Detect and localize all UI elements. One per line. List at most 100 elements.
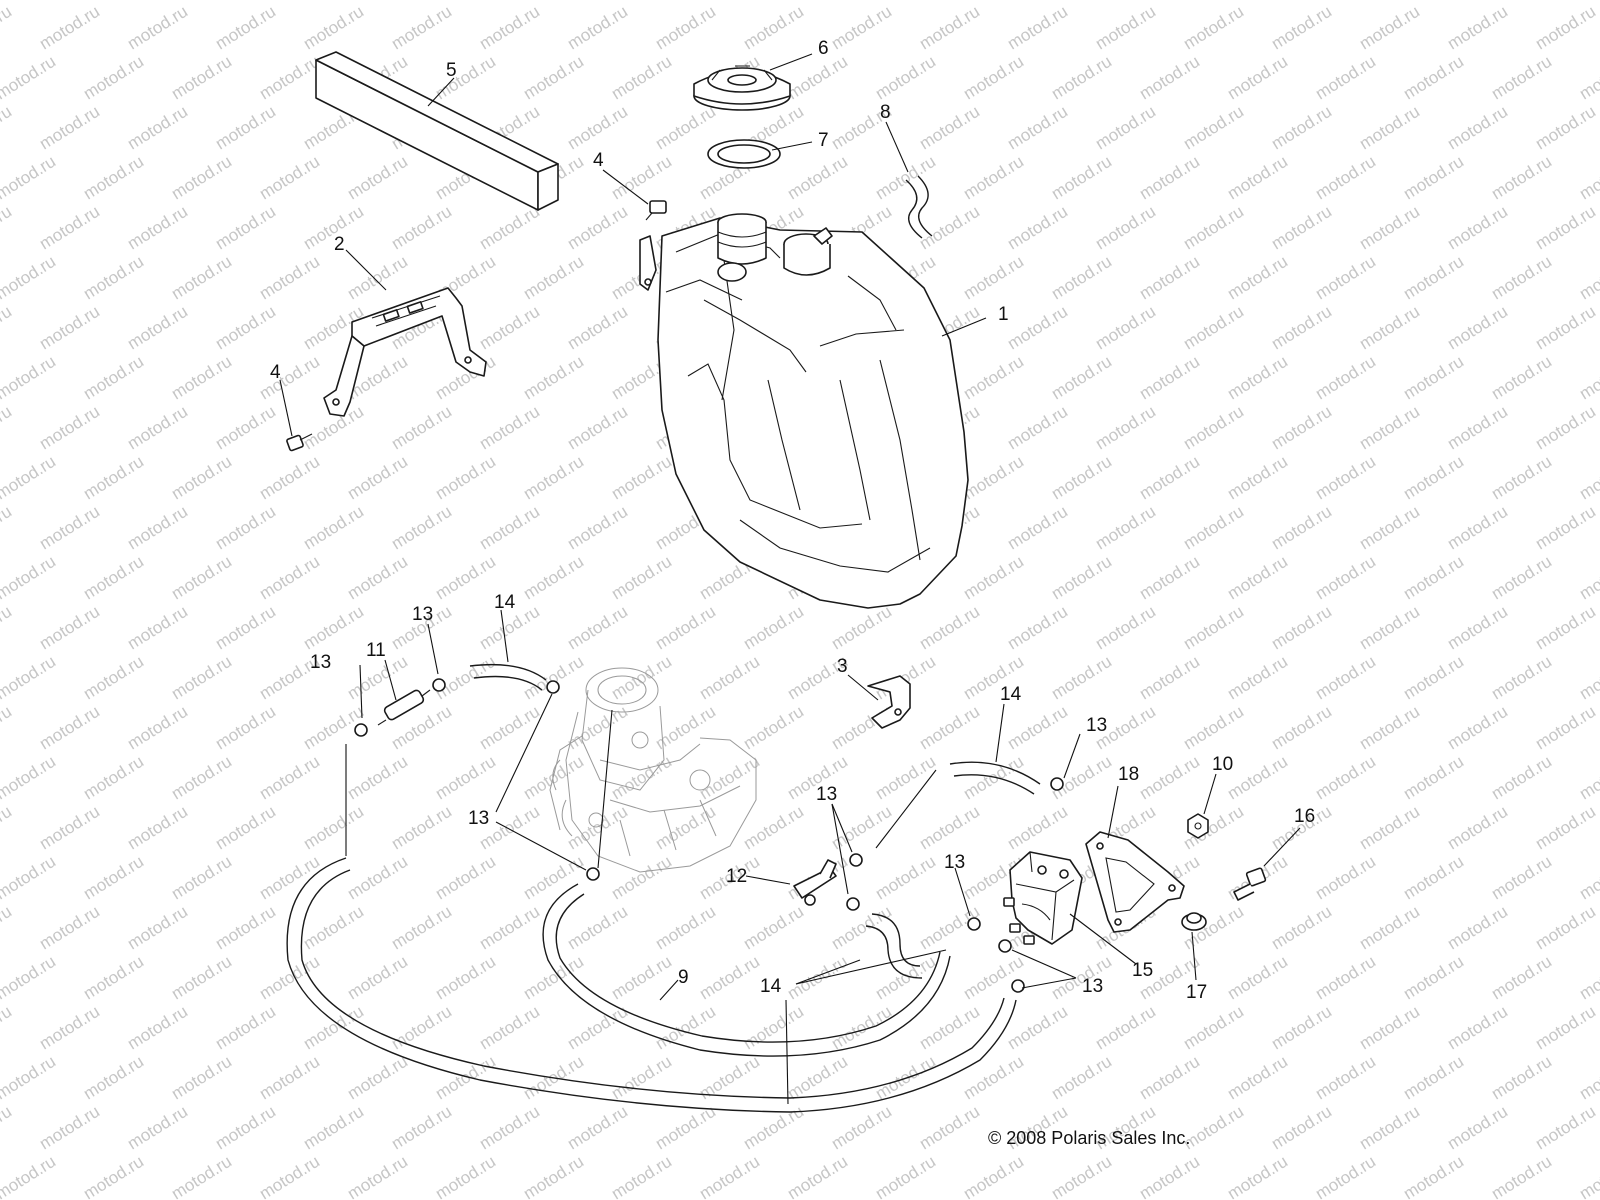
watermark-text: motod.ru: [0, 352, 59, 404]
watermark-text: motod.ru: [344, 252, 411, 304]
watermark-text: motod.ru: [1356, 702, 1423, 754]
watermark-text: motod.ru: [36, 902, 103, 954]
watermark-text: motod.ru: [740, 902, 807, 954]
watermark-text: motod.ru: [1576, 852, 1600, 904]
watermark-text: motod.ru: [1488, 552, 1555, 604]
watermark-text: motod.ru: [520, 652, 587, 704]
watermark-text: motod.ru: [1136, 1052, 1203, 1104]
watermark-text: motod.ru: [168, 452, 235, 504]
watermark-text: motod.ru: [1224, 952, 1291, 1004]
watermark-text: motod.ru: [564, 902, 631, 954]
watermark-text: motod.ru: [520, 852, 587, 904]
callout-1: 1: [998, 304, 1009, 325]
watermark-text: motod.ru: [1092, 502, 1159, 554]
watermark-text: motod.ru: [784, 1152, 851, 1200]
watermark-text: motod.ru: [212, 802, 279, 854]
watermark-text: motod.ru: [1444, 902, 1511, 954]
watermark-text: motod.ru: [1400, 752, 1467, 804]
watermark-text: motod.ru: [1444, 702, 1511, 754]
callout-14: 14: [494, 592, 516, 613]
watermark-text: motod.ru: [1576, 552, 1600, 604]
watermark-text: motod.ru: [608, 852, 675, 904]
watermark-text: motod.ru: [1400, 652, 1467, 704]
watermark-text: motod.ru: [476, 502, 543, 554]
watermark-text: motod.ru: [1356, 402, 1423, 454]
watermark-text: motod.ru: [388, 502, 455, 554]
watermark-text: motod.ru: [344, 752, 411, 804]
watermark-text: motod.ru: [696, 952, 763, 1004]
watermark-text: motod.ru: [1224, 552, 1291, 604]
callout-4: 4: [593, 150, 604, 171]
callout-2: 2: [334, 234, 345, 255]
watermark-text: motod.ru: [1136, 1152, 1203, 1200]
watermark-text: motod.ru: [0, 552, 59, 604]
fuel-tank-icon: [639, 213, 969, 609]
watermark-text: motod.ru: [388, 902, 455, 954]
watermark-text: motod.ru: [564, 102, 631, 154]
watermark-text: motod.ru: [916, 102, 983, 154]
watermark-text: motod.ru: [36, 702, 103, 754]
watermark-text: motod.ru: [916, 1102, 983, 1154]
watermark-text: motod.ru: [0, 452, 59, 504]
watermark-text: motod.ru: [1400, 252, 1467, 304]
watermark-text: motod.ru: [1444, 402, 1511, 454]
watermark-text: motod.ru: [608, 52, 675, 104]
watermark-text: motod.ru: [520, 552, 587, 604]
watermark-text: motod.ru: [476, 1102, 543, 1154]
watermark-text: motod.ru: [1488, 1152, 1555, 1200]
watermark-text: motod.ru: [1444, 502, 1511, 554]
watermark-text: motod.ru: [0, 1002, 15, 1054]
callout-15: 15: [1132, 960, 1153, 981]
bolt-left-part: [286, 433, 313, 452]
watermark-text: motod.ru: [432, 852, 499, 904]
watermark-text: motod.ru: [1004, 102, 1071, 154]
watermark-text: motod.ru: [520, 252, 587, 304]
watermark-text: motod.ru: [388, 1102, 455, 1154]
watermark-text: motod.ru: [1488, 352, 1555, 404]
watermark-text: motod.ru: [696, 652, 763, 704]
watermark-text: motod.ru: [300, 602, 367, 654]
watermark-text: motod.ru: [1532, 1002, 1599, 1054]
watermark-text: motod.ru: [1444, 302, 1511, 354]
watermark-text: motod.ru: [1092, 1002, 1159, 1054]
watermark-text: motod.ru: [168, 352, 235, 404]
watermark-text: motod.ru: [476, 2, 543, 54]
watermark-text: motod.ru: [36, 302, 103, 354]
watermark-text: motod.ru: [1576, 652, 1600, 704]
watermark-text: motod.ru: [0, 852, 59, 904]
watermark-text: motod.ru: [1268, 502, 1335, 554]
watermark-text: motod.ru: [168, 652, 235, 704]
callout-9: 9: [678, 967, 689, 988]
fuel-hoses: [286, 663, 1041, 1113]
watermark-text: motod.ru: [740, 602, 807, 654]
watermark-text: motod.ru: [0, 902, 15, 954]
watermark-text: motod.ru: [1268, 902, 1335, 954]
watermark-text: motod.ru: [388, 202, 455, 254]
watermark-text: motod.ru: [1180, 502, 1247, 554]
watermark-text: motod.ru: [212, 302, 279, 354]
watermark-text: motod.ru: [256, 452, 323, 504]
watermark-text: motod.ru: [1004, 202, 1071, 254]
watermark-text: motod.ru: [1268, 1002, 1335, 1054]
watermark-text: motod.ru: [1356, 202, 1423, 254]
watermark-text: motod.ru: [124, 602, 191, 654]
watermark-text: motod.ru: [872, 1152, 939, 1200]
watermark-text: motod.ru: [168, 52, 235, 104]
watermark-text: motod.ru: [1092, 602, 1159, 654]
watermark-text: motod.ru: [1532, 2, 1599, 54]
watermark-text: motod.ru: [1180, 2, 1247, 54]
watermark-text: motod.ru: [696, 1152, 763, 1200]
watermark-text: motod.ru: [1224, 452, 1291, 504]
watermark-text: motod.ru: [1356, 502, 1423, 554]
watermark-text: motod.ru: [828, 802, 895, 854]
watermark-text: motod.ru: [740, 702, 807, 754]
watermark-text: motod.ru: [36, 802, 103, 854]
watermark-text: motod.ru: [960, 1152, 1027, 1200]
watermark-text: motod.ru: [1180, 202, 1247, 254]
watermark-text: motod.ru: [212, 1002, 279, 1054]
watermark-text: motod.ru: [0, 2, 15, 54]
watermark-text: motod.ru: [124, 302, 191, 354]
clip-bracket-part: [867, 675, 911, 729]
watermark-text: motod.ru: [212, 1102, 279, 1154]
